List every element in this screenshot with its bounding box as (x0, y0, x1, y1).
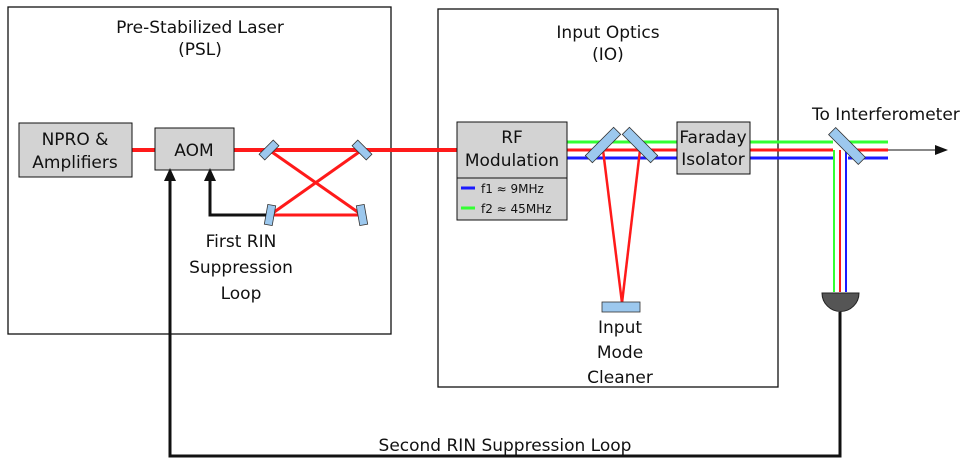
first-loop-label-1: First RIN (206, 232, 277, 252)
faraday-label-1: Faraday (679, 128, 746, 148)
imc-beam-2 (620, 149, 642, 304)
first-loop-label-3: Loop (221, 284, 262, 304)
imc-label-2: Mode (597, 343, 643, 363)
psl-subtitle: (PSL) (178, 40, 222, 60)
rf-modulation-label-2: Modulation (465, 151, 559, 171)
arrowhead-icon (204, 168, 216, 181)
faraday-label-2: Isolator (681, 150, 744, 170)
mirror-icon (584, 126, 622, 164)
aom-box (154, 127, 235, 171)
imc-end-mirror (601, 301, 641, 313)
imc-label-3: Cleaner (587, 368, 653, 388)
npro-box (18, 122, 133, 178)
io-box (437, 8, 779, 388)
faraday-isolator-box (676, 121, 751, 175)
psl-title: Pre-Stabilized Laser (116, 18, 284, 38)
psl-box (7, 6, 392, 335)
pickoff-mirror-icon (828, 127, 866, 165)
first-loop-label-2: Suppression (189, 258, 293, 278)
photodiode-icon (821, 292, 860, 312)
arrowhead-icon (935, 145, 948, 155)
imc-beam-1 (601, 149, 624, 304)
mirror-icon (355, 203, 369, 227)
legend-f2-label: f2 ≈ 45MHz (481, 202, 552, 216)
mirror-icon (258, 139, 280, 161)
npro-label-1: NPRO & (42, 130, 109, 150)
legend-f1-label: f1 ≈ 9MHz (481, 182, 544, 196)
imc-label-1: Input (598, 318, 642, 338)
mirror-icon (351, 139, 373, 161)
rf-modulation-box (456, 121, 568, 221)
second-loop-line (168, 176, 842, 458)
io-subtitle: (IO) (592, 45, 624, 65)
mirror-icon (621, 126, 659, 164)
second-loop-label: Second RIN Suppression Loop (379, 436, 632, 456)
aom-label: AOM (174, 141, 213, 161)
arrowhead-icon (164, 168, 176, 181)
bowtie-beam-2 (269, 148, 363, 217)
io-title: Input Optics (556, 23, 659, 43)
mirror-icon (263, 203, 277, 227)
npro-label-2: Amplifiers (32, 153, 118, 173)
output-label: To Interferometer (811, 105, 960, 125)
rf-modulation-label-1: RF (501, 128, 523, 148)
first-loop-line (208, 175, 266, 217)
